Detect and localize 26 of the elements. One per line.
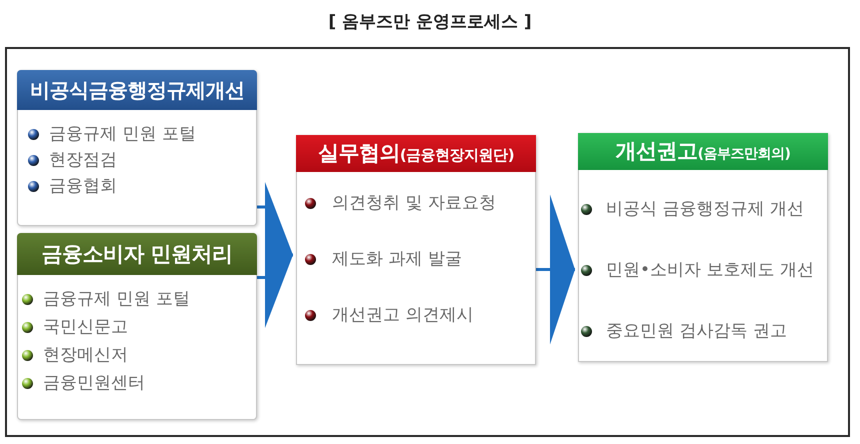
heading-note: (옴부즈만회의): [698, 146, 790, 162]
diagram-title: [ 옴부즈만 운영프로세스 ]: [328, 11, 532, 34]
box-heading: 개선권고: [616, 139, 698, 163]
box-heading: 실무협의: [318, 141, 400, 165]
list-item: 중요민원 검사감독 권고: [606, 320, 787, 343]
list-item: 비공식 금융행정규제 개선: [606, 198, 804, 221]
list-item: 현장점검: [49, 149, 117, 172]
heading-note: (금융현장지원단): [400, 146, 514, 164]
list-item: 개선권고 의견제시: [332, 304, 474, 327]
list-item: 국민신문고: [43, 316, 128, 339]
process-box: [578, 133, 828, 362]
process-box: [296, 135, 536, 365]
list-item: 제도화 과제 발굴: [332, 248, 462, 271]
arrow: [536, 194, 575, 344]
list-item: 금융규제 민원 포털: [49, 123, 196, 146]
box-heading: 비공식금융행정규제개선: [30, 78, 244, 102]
box-heading: 금융소비자 민원처리: [41, 242, 233, 266]
list-item: 현장메신저: [43, 344, 128, 367]
process-box: [17, 233, 257, 420]
arrow: [256, 182, 294, 328]
list-item: 금융규제 민원 포털: [43, 288, 190, 311]
list-item: 금융민원센터: [43, 372, 145, 395]
list-item: 금융협회: [49, 175, 117, 198]
list-item: 의견청취 및 자료요청: [332, 192, 496, 215]
list-item: 민원•소비자 보호제도 개선: [606, 259, 814, 282]
process-box: [17, 70, 257, 226]
